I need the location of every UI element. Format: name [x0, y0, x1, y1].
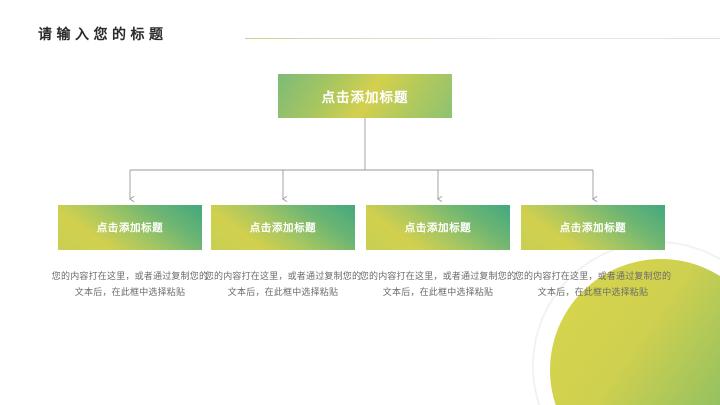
child-node-1-label: 点击添加标题 — [96, 222, 164, 234]
slide-header: 请输入您的标题 — [0, 24, 720, 50]
child-node-2-label: 点击添加标题 — [249, 222, 317, 234]
child-node-4-label: 点击添加标题 — [559, 222, 627, 234]
child-description-2[interactable]: 您的内容打在这里，或者通过复制您的文本后，在此框中选择粘贴 — [204, 271, 362, 297]
child-node-4[interactable]: 点击添加标题 — [521, 205, 665, 250]
child-description-4[interactable]: 您的内容打在这里，或者通过复制您的文本后，在此框中选择粘贴 — [514, 271, 672, 297]
child-node-3[interactable]: 点击添加标题 — [366, 205, 510, 250]
child-node-1[interactable]: 点击添加标题 — [58, 205, 202, 250]
root-node[interactable]: 点击添加标题 — [278, 74, 452, 118]
root-node-label: 点击添加标题 — [321, 90, 409, 105]
title-divider-line — [245, 38, 720, 39]
page-title: 请输入您的标题 — [38, 26, 168, 42]
child-node-3-label: 点击添加标题 — [404, 222, 472, 234]
child-description-3[interactable]: 您的内容打在这里，或者通过复制您的文本后，在此框中选择粘贴 — [359, 271, 517, 297]
child-node-2[interactable]: 点击添加标题 — [211, 205, 355, 250]
child-description-1[interactable]: 您的内容打在这里，或者通过复制您的文本后，在此框中选择粘贴 — [51, 271, 209, 297]
